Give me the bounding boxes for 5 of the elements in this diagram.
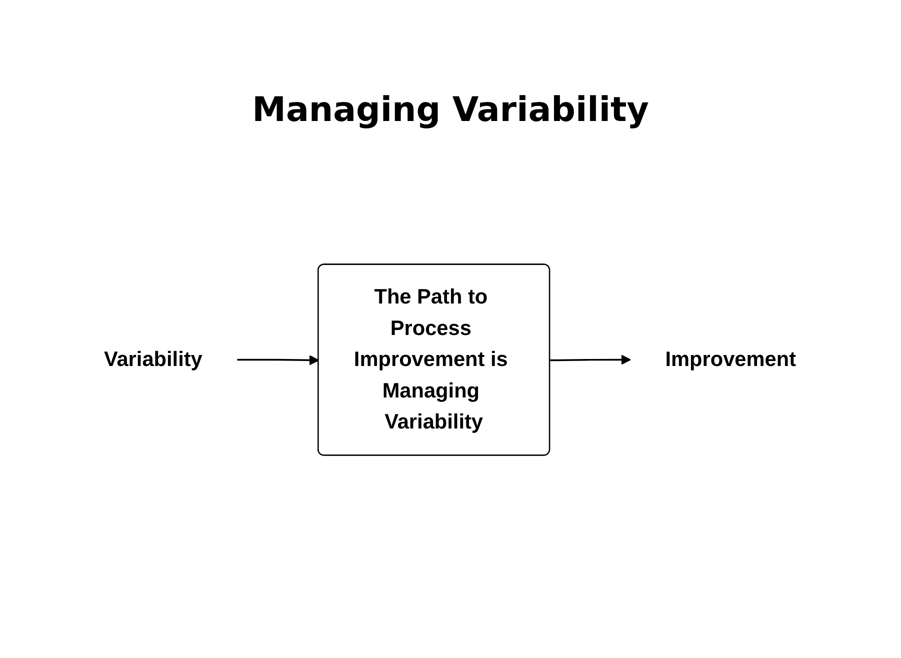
title: Managing Variability <box>252 90 649 130</box>
node-text: Improvement <box>665 348 796 371</box>
arrow <box>550 354 631 366</box>
node-text: Variability <box>104 348 202 371</box>
arrow <box>237 355 320 366</box>
